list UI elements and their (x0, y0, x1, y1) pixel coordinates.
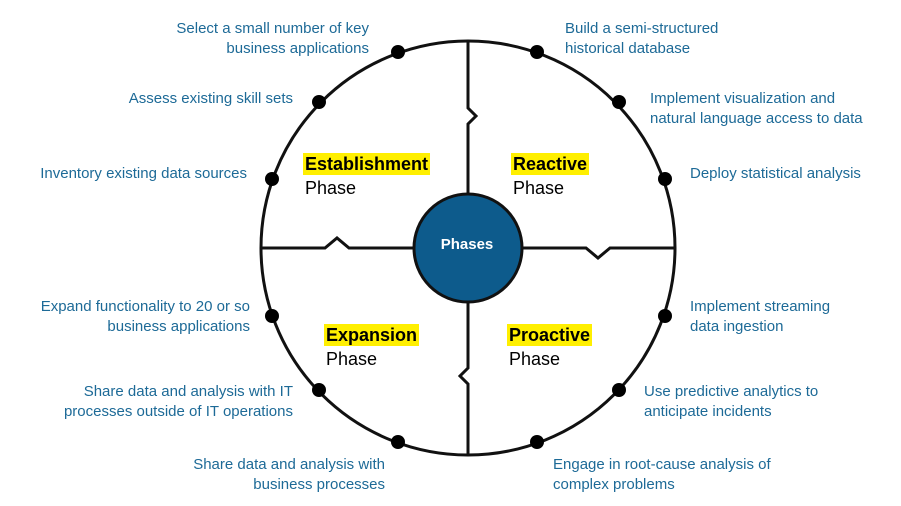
establishment-item: Assess existing skill sets (128, 90, 293, 107)
proactive-item: Engage in root-cause analysis of complex… (553, 456, 771, 493)
proactive-title: Proactive (507, 324, 593, 346)
reactive-phase-title: Reactive Phase (511, 152, 590, 200)
expansion-item: Share data and analysis with business pr… (193, 456, 385, 493)
reactive-subtitle: Phase (513, 178, 565, 198)
item-dot (612, 383, 626, 397)
expansion-title: Expansion (324, 324, 420, 346)
expansion-item: Share data and analysis with IT processe… (63, 383, 293, 420)
proactive-item: Use predictive analytics to anticipate i… (644, 383, 819, 420)
item-dot (658, 309, 672, 323)
reactive-item: Implement visualization and natural lang… (650, 90, 863, 127)
divider-left (261, 236, 414, 250)
establishment-phase-title: Establishment Phase (303, 152, 431, 200)
hub-label: Phases (440, 236, 494, 253)
item-dot (612, 95, 626, 109)
item-dot (658, 172, 672, 186)
item-dot (530, 435, 544, 449)
phases-hub (412, 192, 524, 304)
divider-right (522, 246, 675, 260)
item-dot (312, 383, 326, 397)
expansion-subtitle: Phase (326, 349, 378, 369)
proactive-subtitle: Phase (509, 349, 561, 369)
item-dot (391, 45, 405, 59)
expansion-phase-title: Expansion Phase (324, 323, 420, 371)
proactive-item: Implement streaming data ingestion (690, 298, 831, 335)
item-dot (391, 435, 405, 449)
reactive-title: Reactive (511, 153, 590, 175)
establishment-title: Establishment (303, 153, 431, 175)
divider-top (466, 41, 479, 194)
reactive-item: Deploy statistical analysis (690, 165, 861, 182)
proactive-phase-title: Proactive Phase (507, 323, 593, 371)
reactive-item: Build a semi-structured historical datab… (565, 20, 719, 57)
establishment-item: Inventory existing data sources (40, 165, 247, 182)
item-dot (265, 309, 279, 323)
item-dot (265, 172, 279, 186)
item-dot (312, 95, 326, 109)
establishment-item: Select a small number of key business ap… (176, 20, 369, 57)
expansion-item: Expand functionality to 20 or so busines… (40, 298, 250, 335)
item-dot (530, 45, 544, 59)
establishment-subtitle: Phase (305, 178, 357, 198)
divider-bottom (457, 302, 470, 455)
